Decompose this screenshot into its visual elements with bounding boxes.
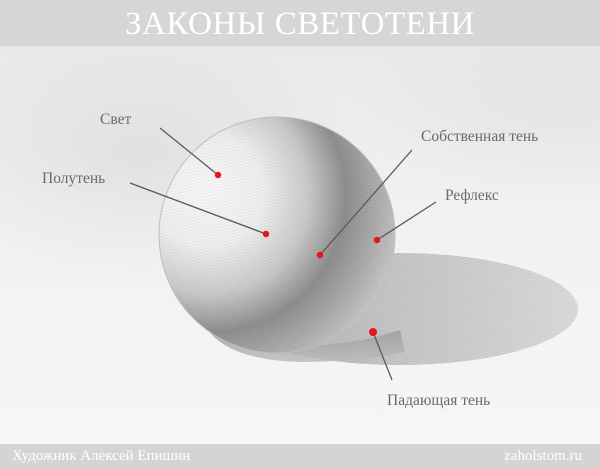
label-light: Свет [100, 111, 132, 128]
marker-cast-shadow [369, 328, 377, 336]
drawing-area: Свет Полутень Собственная тень Рефлекс П… [0, 46, 600, 444]
footer-bar: Художник Алексей Епишин zaholstom.ru [0, 444, 600, 468]
leader-line-core-shadow [319, 149, 413, 256]
leader-line-reflex [376, 201, 437, 241]
label-reflex: Рефлекс [445, 187, 499, 204]
marker-core-shadow [316, 251, 324, 259]
label-halftone: Полутень [42, 170, 106, 187]
marker-halftone [262, 230, 270, 238]
label-cast-shadow: Падающая тень [387, 392, 491, 409]
page-title: ЗАКОНЫ СВЕТОТЕНИ [125, 5, 475, 42]
site-link[interactable]: zaholstom.ru [504, 447, 582, 464]
label-core-shadow: Собственная тень [421, 128, 539, 145]
author-credit: Художник Алексей Епишин [12, 447, 191, 464]
leader-line-light [159, 127, 219, 176]
leader-line-halftone [129, 182, 267, 235]
marker-light [214, 171, 222, 179]
title-banner: ЗАКОНЫ СВЕТОТЕНИ [0, 0, 600, 46]
leader-line-cast-shadow [372, 331, 393, 381]
sphere-drawing [129, 116, 578, 381]
marker-reflex [373, 236, 381, 244]
